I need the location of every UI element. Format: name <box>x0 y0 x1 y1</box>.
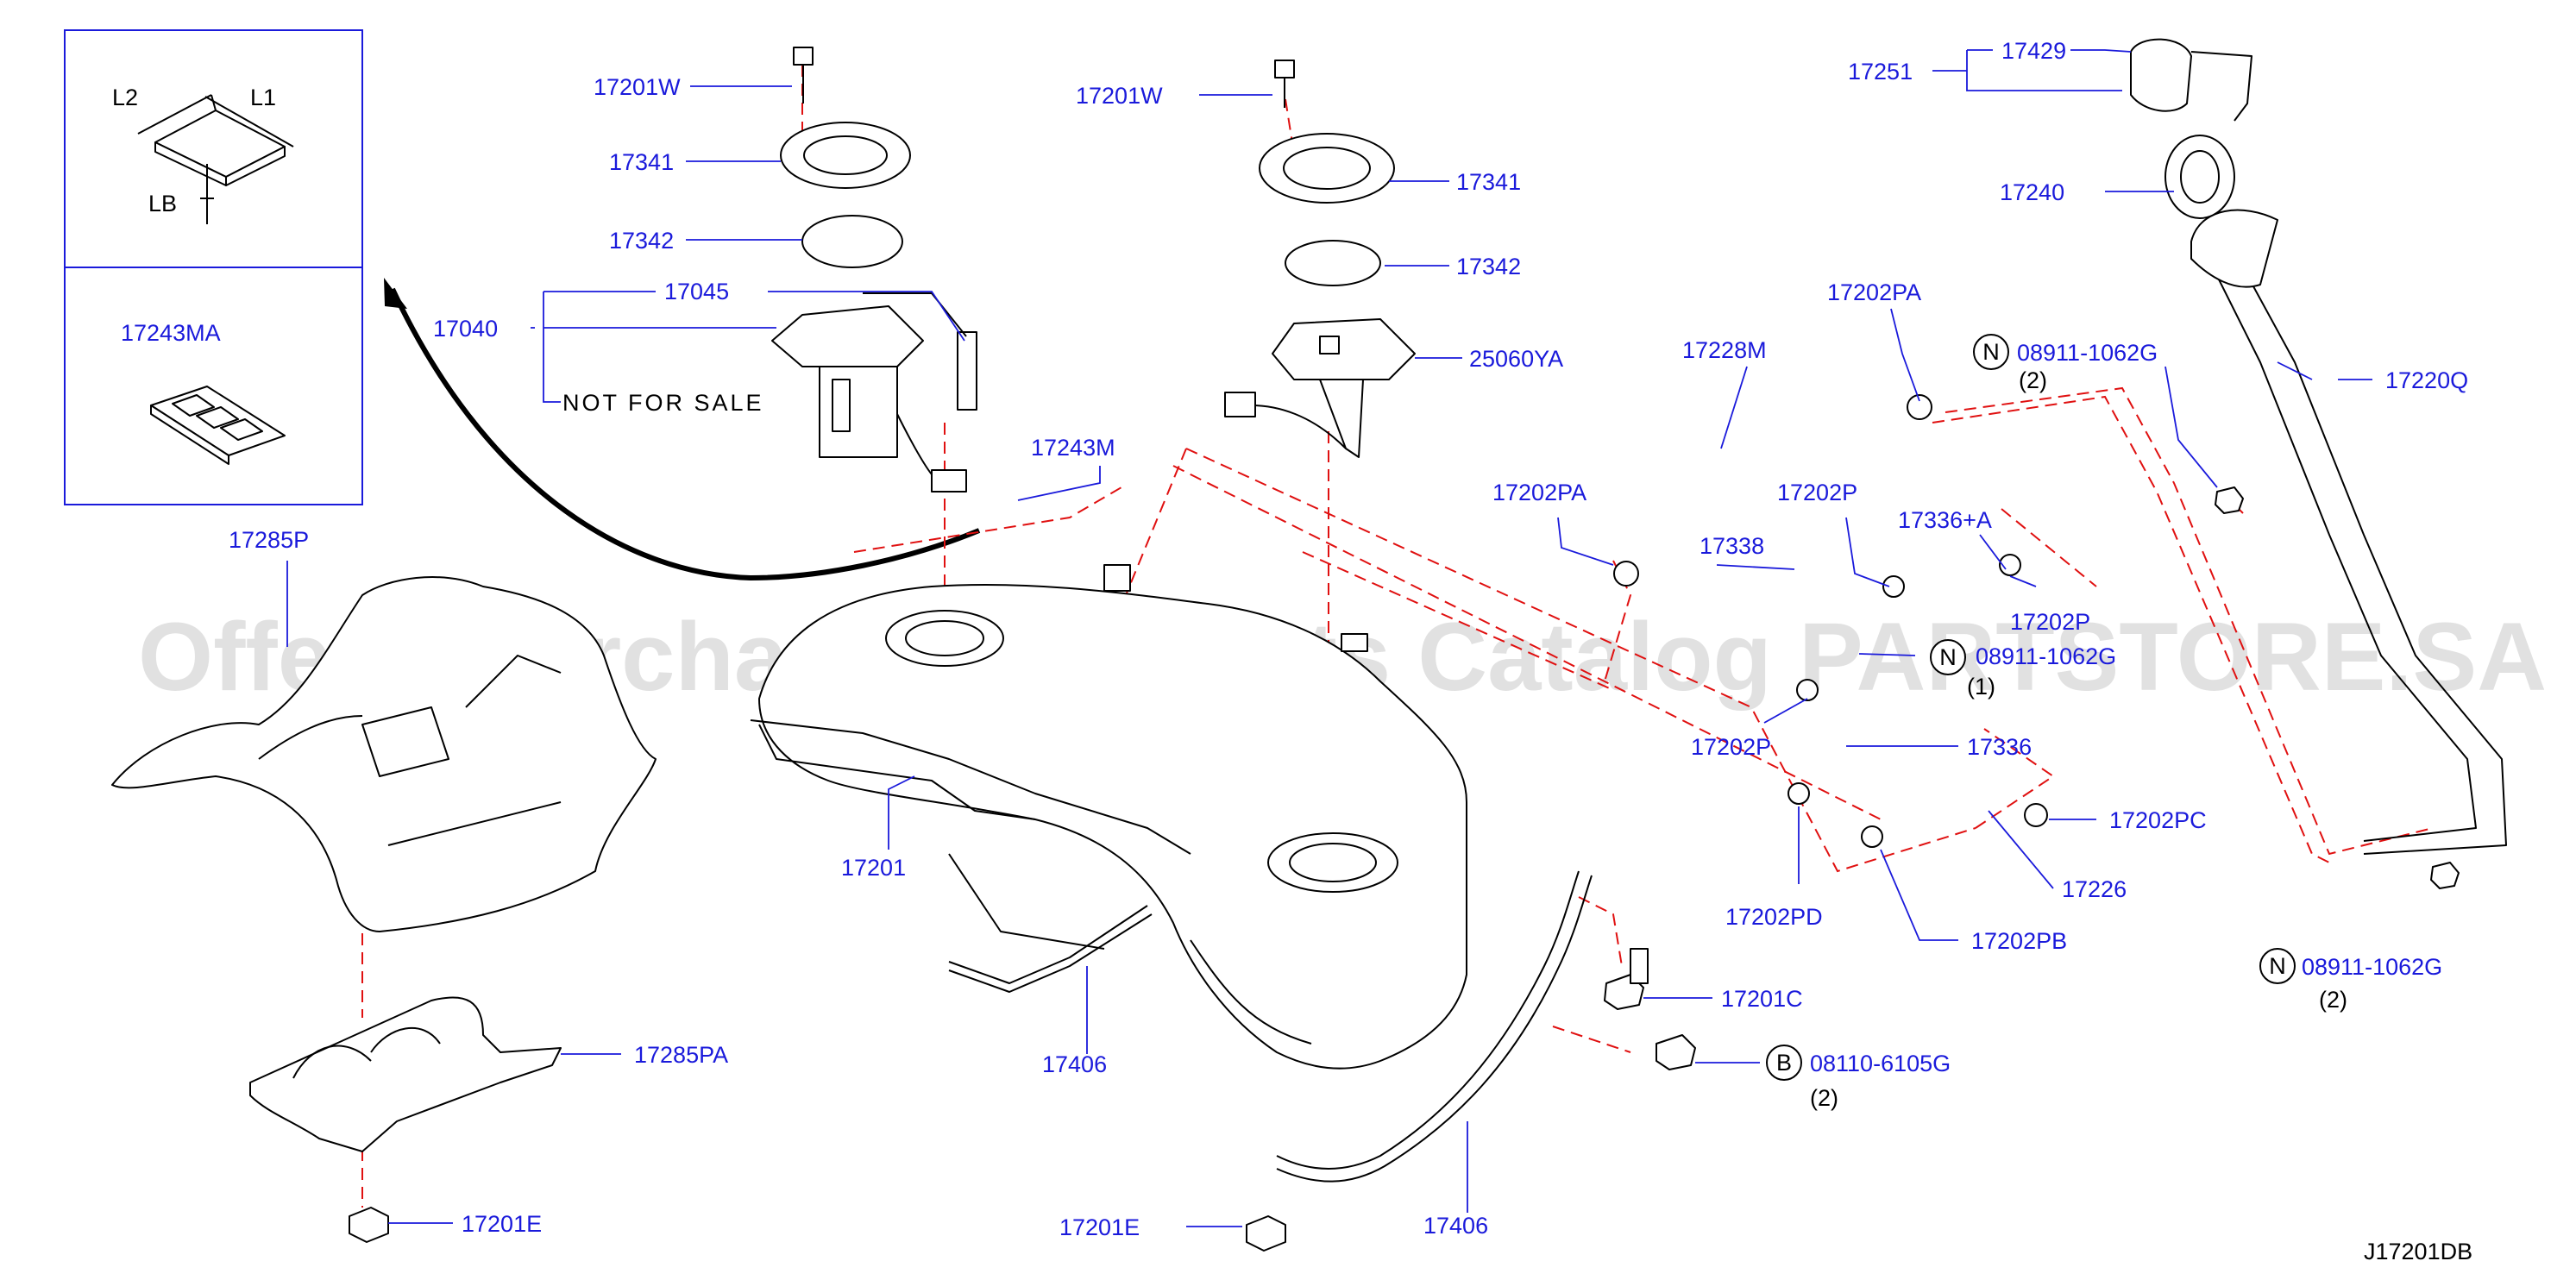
fuel-tank <box>750 564 1467 1070</box>
dim-lb-label: LB <box>148 191 177 216</box>
label-17342-right: 17342 <box>1456 254 1521 279</box>
prefix-badges: N N N B <box>1766 334 2296 1081</box>
label-17201E-right: 17201E <box>1059 1214 1140 1240</box>
label-17226: 17226 <box>2062 876 2127 902</box>
label-17336A: 17336+A <box>1898 507 1992 533</box>
label-17202PB: 17202PB <box>1971 928 2067 954</box>
fuel-pump-17040 <box>771 292 977 493</box>
badge-n-bottom: N <box>2269 953 2286 979</box>
label-17202P-c: 17202P <box>1691 734 1771 760</box>
label-17202PC: 17202PC <box>2109 807 2207 833</box>
label-17202PA-top: 17202PA <box>1827 279 1921 305</box>
label-17040: 17040 <box>433 316 498 342</box>
label-25060YA: 25060YA <box>1469 346 1563 372</box>
heat-insulator-17285PA <box>249 996 562 1152</box>
assembly-arrow <box>390 287 981 581</box>
label-17406-left: 17406 <box>1042 1051 1107 1077</box>
label-17201E-left: 17201E <box>462 1211 542 1237</box>
label-08911-bottom-qty: (2) <box>2319 987 2347 1013</box>
label-17336: 17336 <box>1967 734 2032 760</box>
label-17201: 17201 <box>841 855 906 881</box>
label-17338: 17338 <box>1700 533 1764 559</box>
hoses-and-clamps <box>1613 394 2048 848</box>
label-08911-1062G-top: 08911-1062G <box>2017 340 2158 366</box>
dim-l2-label: L2 <box>112 85 138 110</box>
fastener-bolts <box>349 47 2460 1252</box>
sender-unit-25060YA <box>1224 318 1416 458</box>
heat-insulator-17285P <box>111 576 657 932</box>
label-17201W-left: 17201W <box>594 74 681 100</box>
label-17341-right: 17341 <box>1456 169 1521 195</box>
part-labels: 17201W 17341 17342 17045 17040 NOT FOR S… <box>229 38 2472 1264</box>
filler-tube-17220Q <box>2130 38 2507 855</box>
inset-box: L2 L1 LB 17243MA <box>64 29 363 505</box>
pad-part-17243MA <box>150 386 286 465</box>
label-17406-right: 17406 <box>1423 1213 1488 1239</box>
note-not-for-sale: NOT FOR SALE <box>562 390 764 416</box>
dim-l1-label: L1 <box>250 85 276 110</box>
label-08911-1062G-mid: 08911-1062G <box>1976 643 2116 669</box>
label-17341-left: 17341 <box>609 149 674 175</box>
diagram-code: J17201DB <box>2364 1239 2472 1264</box>
label-08110-qty: (2) <box>1810 1085 1838 1111</box>
label-17251: 17251 <box>1848 59 1913 85</box>
label-08911-top-qty: (2) <box>2019 367 2047 393</box>
badge-n-mid: N <box>1939 644 1957 670</box>
label-17202P-a: 17202P <box>1777 480 1857 505</box>
label-17202PD: 17202PD <box>1725 904 1823 930</box>
pad-dimension-drawing <box>137 94 294 224</box>
label-08110-6105G: 08110-6105G <box>1810 1051 1951 1076</box>
tank-straps-17406 <box>948 870 1593 1183</box>
label-17202P-b: 17202P <box>2010 609 2090 635</box>
label-17045: 17045 <box>664 279 729 304</box>
label-17243M: 17243M <box>1031 435 1115 461</box>
label-17220Q: 17220Q <box>2385 367 2468 393</box>
label-17429: 17429 <box>2001 38 2066 64</box>
label-17285PA: 17285PA <box>634 1042 728 1068</box>
assembly-arrowhead <box>384 278 407 309</box>
label-08911-1062G-bottom: 08911-1062G <box>2302 954 2442 980</box>
lock-rings <box>780 122 1395 286</box>
label-17201W-right: 17201W <box>1076 83 1163 109</box>
label-17240: 17240 <box>2000 179 2064 205</box>
badge-b: B <box>1776 1050 1792 1076</box>
label-17202PA-mid: 17202PA <box>1492 480 1586 505</box>
label-17285P: 17285P <box>229 527 309 553</box>
label-17201C: 17201C <box>1721 986 1803 1012</box>
label-17342-left: 17342 <box>609 228 674 254</box>
part-label-17243MA: 17243MA <box>121 320 221 346</box>
label-08911-mid-qty: (1) <box>1967 674 1995 700</box>
label-17228M: 17228M <box>1682 337 1767 363</box>
leader-lines <box>286 49 2372 1227</box>
badge-n-top: N <box>1982 339 2000 365</box>
